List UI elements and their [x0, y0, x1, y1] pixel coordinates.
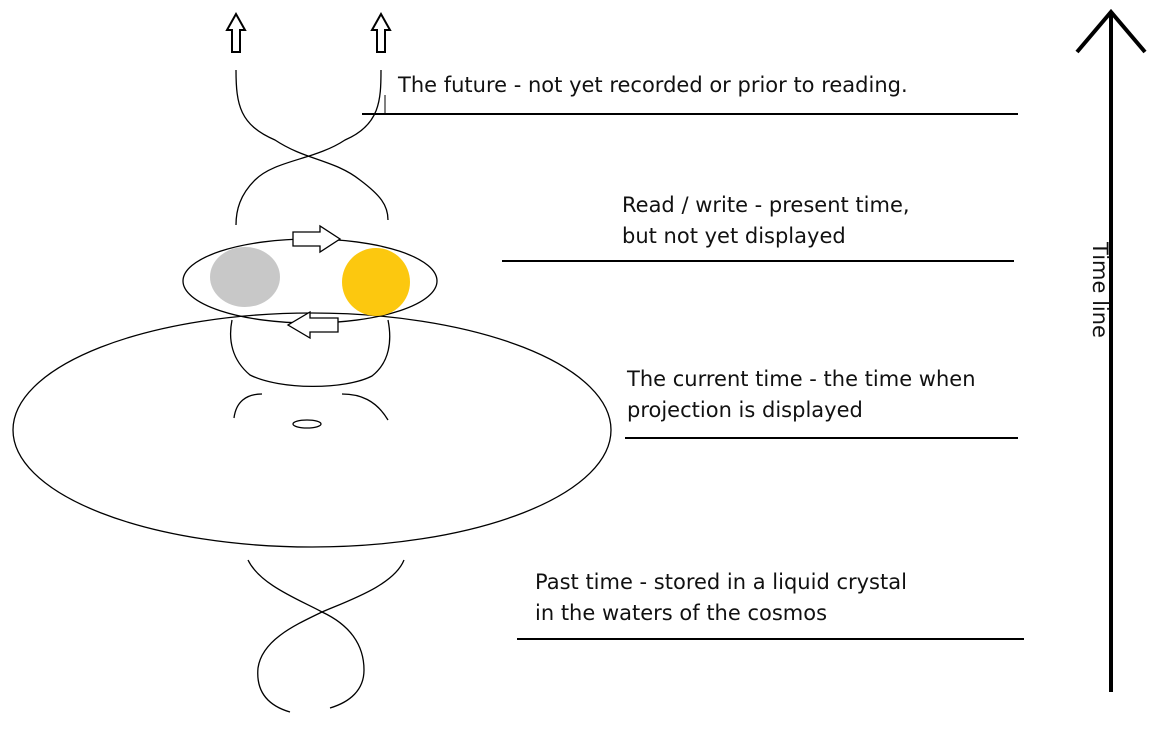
helix-loop-lower — [233, 393, 389, 421]
up-arrow-icon — [370, 11, 392, 53]
helix-strand-lower-right — [257, 559, 405, 713]
read-write-label-line-2: but not yet displayed — [622, 224, 846, 248]
read-head-circle — [210, 247, 280, 307]
past-time-label-line-1: Past time - stored in a liquid crystal — [535, 570, 907, 594]
helix-strand-left — [235, 69, 389, 221]
up-arrow-icon — [225, 11, 247, 53]
read-write-label-line-1: Read / write - present time, — [622, 193, 910, 217]
right-arrow-icon — [292, 224, 342, 254]
disc-center-hole — [292, 419, 322, 429]
timeline-arrow — [1075, 8, 1147, 692]
future-label-line-1: The future - not yet recorded or prior t… — [398, 73, 908, 97]
current-time-label-line-2: projection is displayed — [627, 398, 863, 422]
current-time-label-line-1: The current time - the time when — [627, 367, 976, 391]
write-head-circle — [342, 248, 410, 316]
future-label: The future - not yet recorded or prior t… — [398, 70, 908, 101]
past-time-label-line-2: in the waters of the cosmos — [535, 601, 828, 625]
left-arrow-icon — [286, 310, 339, 340]
helix-strand-lower-left — [247, 559, 365, 709]
cosmic-disc — [12, 312, 612, 548]
timeline-label: Time line — [1088, 242, 1112, 338]
helix-strand-right — [235, 69, 382, 226]
helix-loop-middle — [229, 319, 391, 388]
current-time-label: The current time - the time when project… — [627, 364, 976, 426]
past-time-label: Past time - stored in a liquid crystal i… — [535, 567, 907, 629]
read-write-label: Read / write - present time, but not yet… — [622, 190, 910, 252]
